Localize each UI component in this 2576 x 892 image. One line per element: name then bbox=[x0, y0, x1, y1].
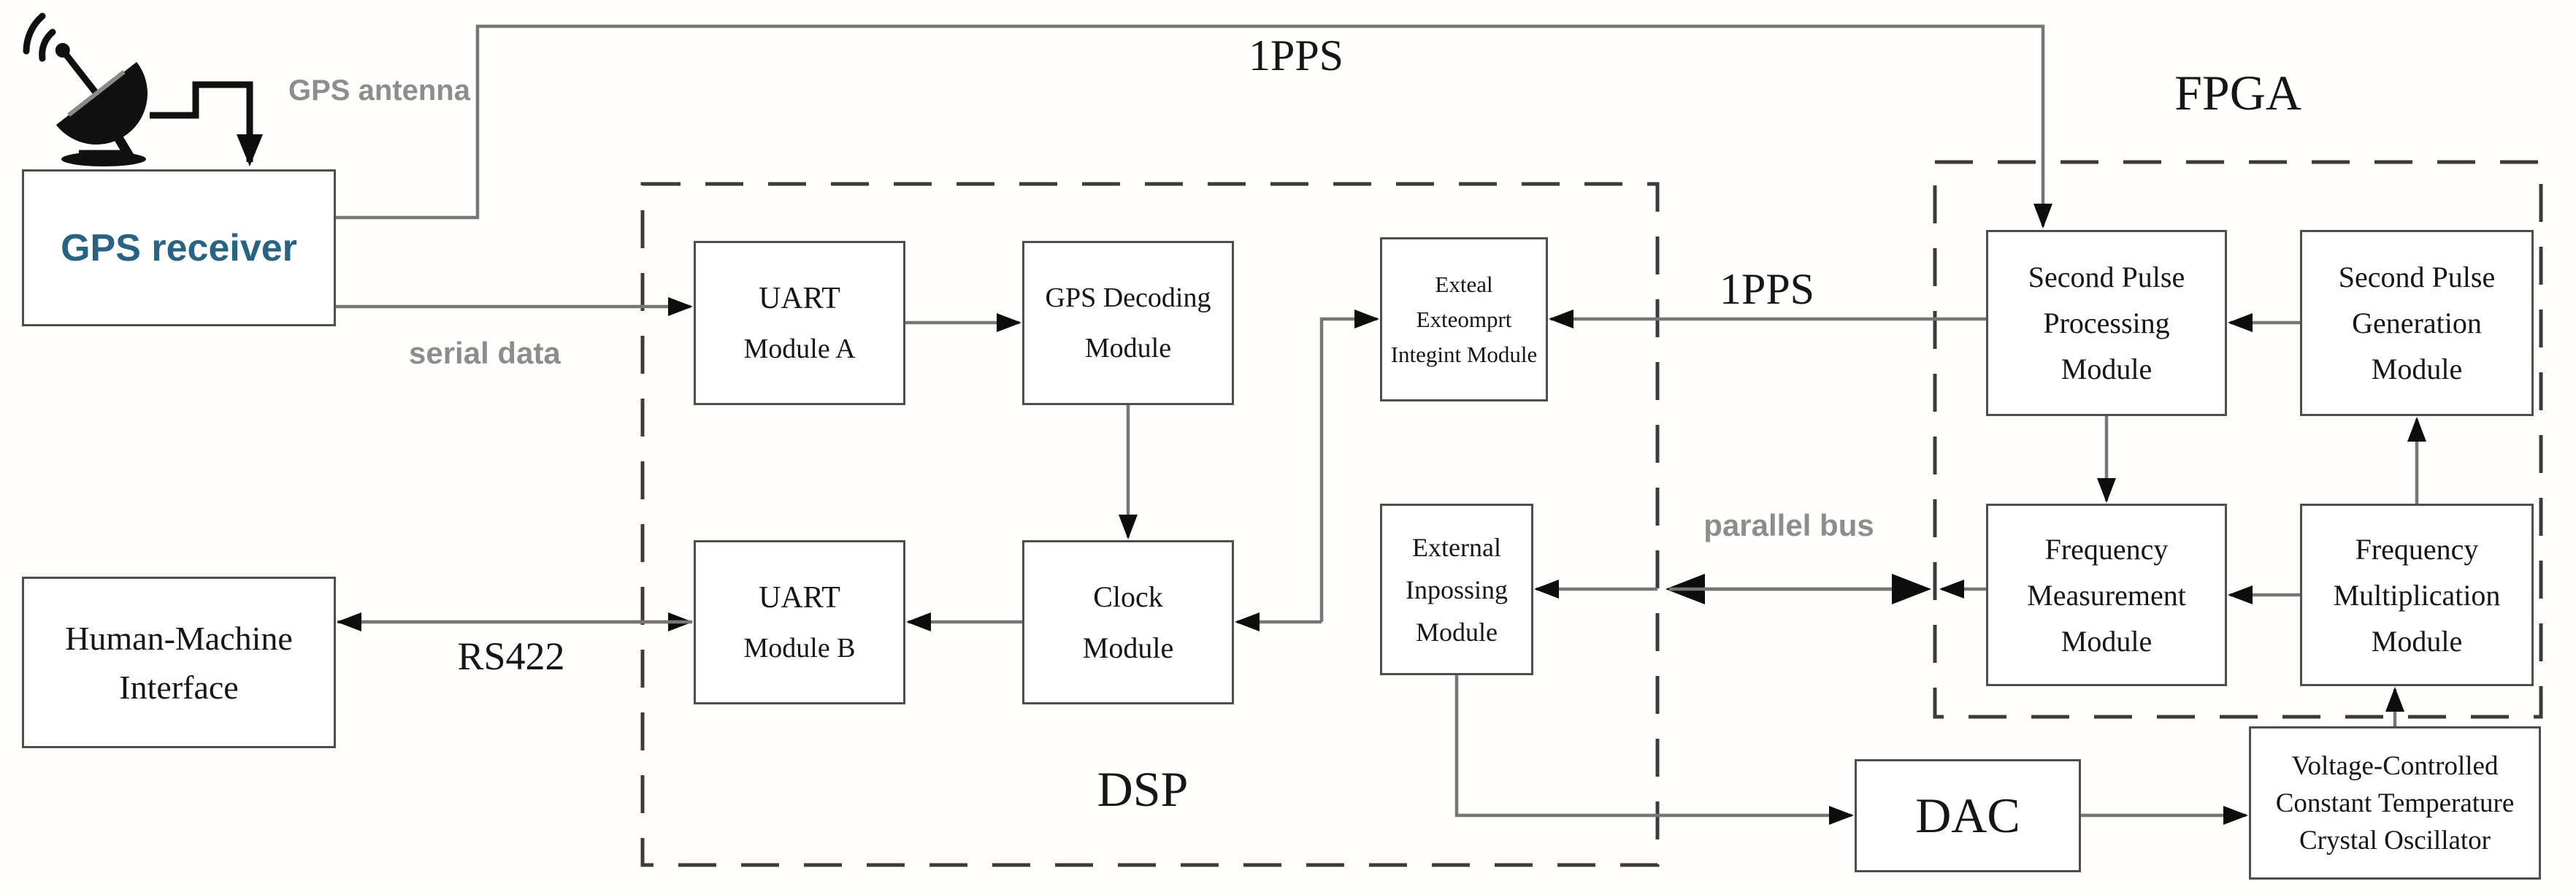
antenna-to-receiver-arrow bbox=[150, 81, 263, 166]
gps-antenna-icon bbox=[23, 12, 147, 166]
spp-line1: Second Pulse bbox=[2028, 261, 2185, 293]
uart-b-line2: Module B bbox=[743, 633, 856, 664]
spp-line3: Module bbox=[2061, 353, 2153, 385]
ext-inpossing-line2: Inpossing bbox=[1405, 574, 1508, 604]
spg-line1: Second Pulse bbox=[2338, 261, 2496, 293]
ext-interrupt-line3: Integint Module bbox=[1390, 341, 1538, 367]
ext-inpossing-line1: External bbox=[1412, 532, 1501, 562]
fmult-line1: Frequency bbox=[2355, 532, 2479, 566]
clock-interrupt-link-arrow bbox=[1235, 309, 1379, 631]
fpga-label: FPGA bbox=[2174, 65, 2301, 120]
frequency-measurement-module-box: Frequency Measurement Module bbox=[1986, 504, 2227, 686]
spp-line2: Processing bbox=[2043, 307, 2170, 339]
spg-line3: Module bbox=[2371, 353, 2463, 385]
vco-line2: Constant Temperature bbox=[2275, 788, 2515, 818]
gps-decoding-line1: GPS Decoding bbox=[1045, 282, 1211, 313]
clock-module-box: Clock Module bbox=[1022, 540, 1234, 704]
serial-data-label: serial data bbox=[409, 336, 561, 370]
dac-label: DAC bbox=[1915, 788, 2020, 843]
vco-box: Voltage-Controlled Constant Temperature … bbox=[2249, 726, 2541, 880]
parallel-bus-label: parallel bus bbox=[1703, 508, 1874, 542]
external-inpossing-module-box: External Inpossing Module bbox=[1380, 504, 1533, 675]
vco-line3: Crystal Oscillator bbox=[2299, 825, 2491, 856]
gps-antenna-label: GPS antenna bbox=[288, 74, 470, 107]
pps-mid-label: 1PPS bbox=[1719, 265, 1815, 313]
uart-a-line2: Module A bbox=[743, 334, 856, 365]
dsp-label: DSP bbox=[1097, 761, 1189, 817]
hmi-line2: Interface bbox=[119, 668, 239, 706]
pps-top-arrow bbox=[336, 24, 2052, 228]
fmeas-line1: Frequency bbox=[2044, 532, 2169, 566]
dsp-boundary bbox=[640, 182, 1660, 867]
uart-module-b-box: UART Module B bbox=[694, 540, 905, 704]
dac-box: DAC bbox=[1855, 759, 2081, 872]
vco-line1: Voltage-Controlled bbox=[2291, 750, 2499, 781]
human-machine-interface-box: Human-Machine Interface bbox=[22, 577, 336, 748]
ext-interrupt-line1: Exteal bbox=[1435, 271, 1493, 297]
ext-interrupt-line2: Exteomprt bbox=[1416, 306, 1512, 332]
spg-line2: Generation bbox=[2352, 307, 2482, 339]
uart-module-a-box: UART Module A bbox=[694, 241, 905, 405]
gps-receiver-label: GPS receiver bbox=[61, 226, 297, 269]
frequency-multiplication-module-box: Frequency Multiplication Module bbox=[2300, 504, 2534, 686]
ext-inpossing-line3: Module bbox=[1416, 617, 1498, 647]
fmeas-line3: Module bbox=[2061, 624, 2153, 658]
rs422-label: RS422 bbox=[457, 634, 565, 678]
uart-b-line1: UART bbox=[759, 580, 840, 615]
gps-receiver-box: GPS receiver bbox=[22, 169, 336, 326]
gps-decoding-module-box: GPS Decoding Module bbox=[1022, 241, 1234, 405]
clock-line2: Module bbox=[1082, 631, 1174, 664]
second-pulse-generation-module-box: Second Pulse Generation Module bbox=[2300, 230, 2534, 416]
external-interrupt-module-box: Exteal Exteomprt Integint Module bbox=[1380, 237, 1548, 401]
inpossing-to-dac-arrow bbox=[1454, 675, 1854, 825]
uart-a-line1: UART bbox=[759, 281, 840, 315]
clock-line1: Clock bbox=[1093, 580, 1163, 613]
fmeas-line2: Measurement bbox=[2027, 578, 2186, 612]
fpga-boundary bbox=[1933, 160, 2543, 719]
hmi-line1: Human-Machine bbox=[65, 619, 293, 657]
second-pulse-processing-module-box: Second Pulse Processing Module bbox=[1986, 230, 2227, 416]
pps-top-label: 1PPS bbox=[1248, 31, 1344, 80]
gps-decoding-line2: Module bbox=[1084, 333, 1172, 364]
fmult-line2: Multiplication bbox=[2333, 578, 2501, 612]
fmult-line3: Module bbox=[2371, 624, 2463, 658]
